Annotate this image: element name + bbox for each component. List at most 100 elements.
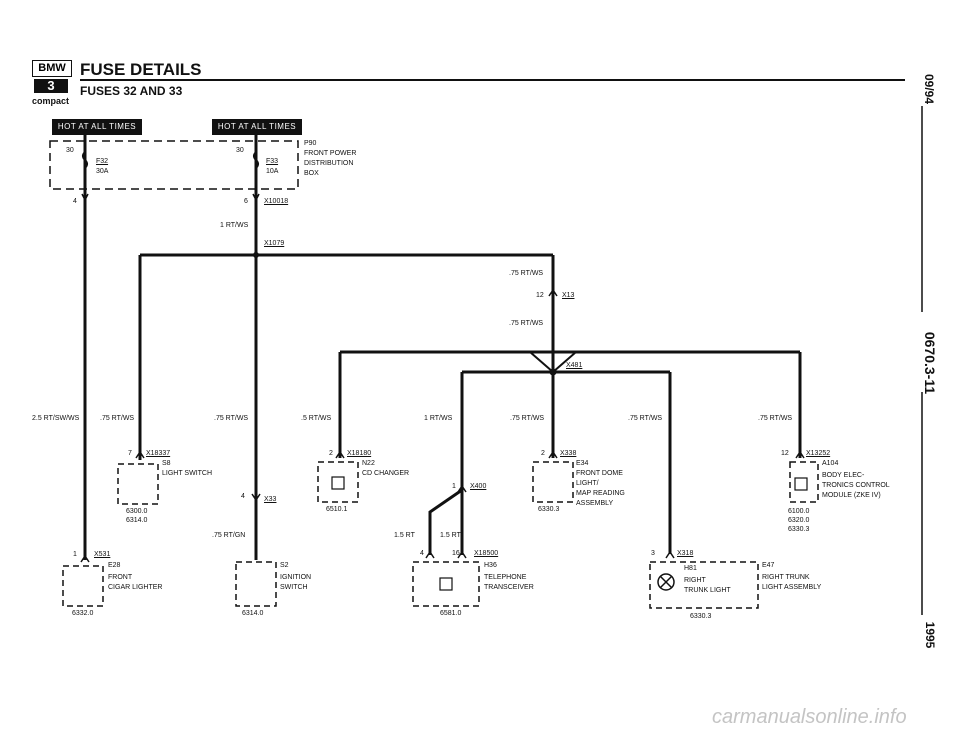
fusebox-desc-3: BOX: [304, 170, 319, 177]
logo-brand: BMW: [32, 60, 72, 77]
e34-code: E34: [576, 460, 589, 467]
e28-desc-1: FRONT: [108, 574, 133, 581]
wire-label-1-rtws: 1 RT/WS: [220, 222, 249, 229]
s8-pin: 7: [128, 450, 132, 457]
a104-outline: [789, 461, 819, 503]
a104-desc-3: MODULE (ZKE IV): [822, 492, 881, 499]
connector-x18337: X18337: [146, 450, 171, 457]
wire-label-e47: .75 RT/WS: [628, 415, 663, 422]
x400-marker: [457, 484, 467, 493]
hot-at-all-times-label-right: HOT AT ALL TIMES: [212, 119, 302, 135]
trunk-lamp-icon: [657, 573, 675, 591]
fuse-f33-name: F33: [266, 158, 279, 165]
connector-x531: X531: [94, 551, 111, 558]
connector-x400: X400: [470, 483, 487, 490]
s8-ref-1: 6300.0: [126, 508, 148, 515]
connector-x10018: X10018: [264, 198, 289, 205]
e34-pin: 2: [541, 450, 545, 457]
s8-code: S8: [162, 460, 171, 467]
x481-splice-diag-right: [552, 351, 577, 373]
fusebox-pin-6: 6: [244, 198, 248, 205]
logo-subtitle: compact: [32, 96, 70, 106]
fusebox-desc-1: FRONT POWER: [304, 150, 357, 157]
e28-desc-2: CIGAR LIGHTER: [108, 584, 163, 591]
connector-x33: X33: [264, 496, 277, 503]
wire-label-rtgn: .75 RT/GN: [212, 532, 246, 539]
wire-label-15-a: 1.5 RT: [394, 532, 415, 539]
connector-x13: X13: [562, 292, 575, 299]
e28-outline: [62, 565, 104, 607]
s2-desc-1: IGNITION: [280, 574, 312, 581]
s8-pin-marker: [135, 450, 145, 459]
splice-x481-label: X481: [566, 362, 583, 369]
s8-desc: LIGHT SWITCH: [162, 470, 213, 477]
terminal-30-left: 30: [66, 147, 74, 154]
e47-ref: 6330.3: [690, 613, 712, 620]
connector-x13252: X13252: [806, 450, 831, 457]
wire-label-25-rtswws: 2.5 RT/SW/WS: [32, 415, 80, 422]
connector-x18180: X18180: [347, 450, 372, 457]
e34-pin-marker: [548, 450, 558, 459]
e28-ref: 6332.0: [72, 610, 94, 617]
splice-dot-x481: [549, 368, 557, 376]
n22-pin-marker: [335, 450, 345, 459]
a104-ref-3: 6330.3: [788, 526, 810, 533]
e34-outline: [532, 461, 574, 503]
wire-label-s8: .75 RT/WS: [100, 415, 135, 422]
a104-ref-2: 6320.0: [788, 517, 810, 524]
s2-desc-2: SWITCH: [280, 584, 308, 591]
h36-module-icon: [439, 577, 453, 591]
h36-desc-2: TRANSCEIVER: [484, 584, 534, 591]
a104-ref-1: 6100.0: [788, 508, 810, 515]
x13-marker: [548, 288, 558, 297]
h36-ref: 6581.0: [440, 610, 462, 617]
h36-desc-1: TELEPHONE: [484, 574, 527, 581]
n22-code: N22: [362, 460, 375, 467]
x33-marker: [251, 493, 261, 502]
e28-pin: 1: [73, 551, 77, 558]
h36-outline: [412, 561, 480, 607]
n22-pin: 2: [329, 450, 333, 457]
connector-x318: X318: [677, 550, 694, 557]
n22-module-icon: [331, 476, 345, 490]
fusebox-pin-4: 4: [73, 198, 77, 205]
wire-label-075-b: .75 RT/WS: [509, 320, 544, 327]
e34-desc-2: LIGHT/: [576, 480, 599, 487]
h81-desc-1: RIGHT: [684, 577, 706, 584]
lamp-cross-b: [659, 575, 673, 589]
connector-x338: X338: [560, 450, 577, 457]
x400-pin: 1: [452, 483, 456, 490]
h36-pin-16: 16: [452, 550, 460, 557]
h81-desc-2: TRUNK LIGHT: [684, 587, 731, 594]
fuse-f33-symbol: [253, 151, 259, 169]
e47-pin-marker: [665, 550, 675, 559]
h36-pin16-marker: [457, 550, 467, 559]
hot-at-all-times-label-left: HOT AT ALL TIMES: [52, 119, 142, 135]
s2-outline: [235, 561, 277, 607]
wire-label-n22: .5 RT/WS: [301, 415, 332, 422]
e47-desc-2: LIGHT ASSEMBLY: [762, 584, 822, 591]
page-subtitle: FUSES 32 AND 33: [80, 84, 183, 98]
wire-label-x33: .75 RT/WS: [214, 415, 249, 422]
h36-code: H36: [484, 562, 497, 569]
e47-code: E47: [762, 562, 775, 569]
bmw-logo: BMW 3: [32, 60, 72, 96]
fuse-box-outline: [49, 140, 299, 190]
wire-label-e34: .75 RT/WS: [510, 415, 545, 422]
e34-desc-3: MAP READING: [576, 490, 625, 497]
x13-pin: 12: [536, 292, 544, 299]
a104-code: A104: [822, 460, 839, 467]
fusebox-desc-2: DISTRIBUTION: [304, 160, 354, 167]
a104-desc-1: BODY ELEC-: [822, 472, 865, 479]
watermark: carmanualsonline.info: [712, 706, 907, 728]
fusebox-code: P90: [304, 140, 317, 147]
e47-outline: [649, 561, 759, 609]
fuse-f33-rating: 10A: [266, 168, 279, 175]
a104-pin-marker: [795, 450, 805, 459]
pin-6-marker: [252, 193, 260, 202]
page-title: FUSE DETAILS: [80, 60, 202, 79]
wire-label-x400: 1 RT/WS: [424, 415, 453, 422]
terminal-30-right: 30: [236, 147, 244, 154]
s8-outline: [117, 463, 159, 505]
